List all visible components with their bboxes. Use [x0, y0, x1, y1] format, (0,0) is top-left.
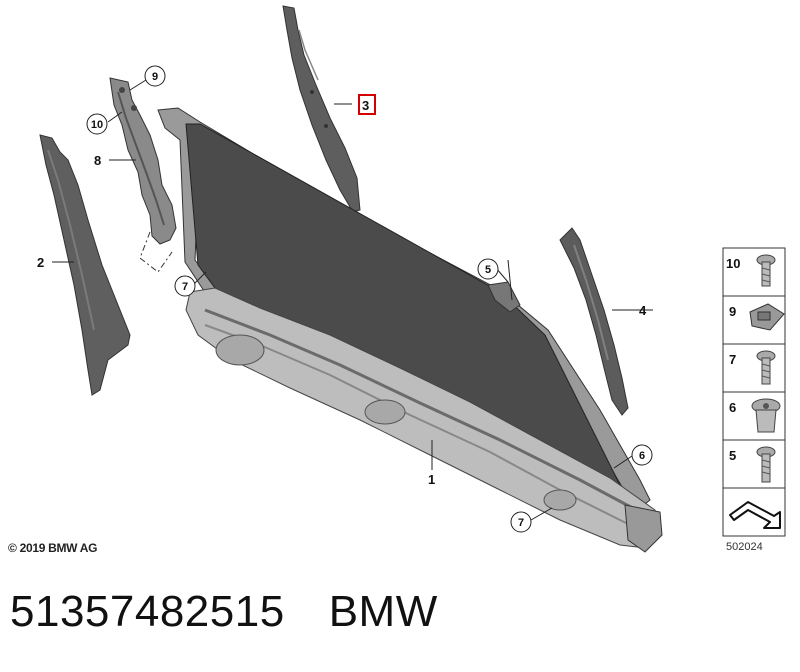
- trim-part-4: [559, 227, 629, 416]
- leader-lines: [52, 79, 653, 521]
- legend-number-5: 5: [729, 448, 736, 463]
- callout-3: 3: [362, 98, 369, 113]
- callout-10: 10: [91, 119, 103, 131]
- fastener-legend: 10 9 7 6 5: [722, 247, 786, 537]
- callout-8: 8: [94, 153, 101, 168]
- expanding-nut-icon: [751, 398, 781, 433]
- sunblind-part-1: [157, 107, 663, 553]
- callout-7-bottom: 7: [518, 517, 524, 529]
- callout-7-top: 7: [182, 281, 188, 293]
- screw-icon: [756, 254, 776, 287]
- callout-4: 4: [639, 303, 647, 318]
- brand-name: BMW: [328, 587, 438, 636]
- copyright-text: © 2019 BMW AG: [8, 541, 98, 555]
- callout-5: 5: [485, 264, 491, 276]
- circled-callouts: 9 10 7 5 6 7: [86, 65, 653, 533]
- legend-number-10: 10: [726, 256, 740, 271]
- callout-1: 1: [428, 472, 435, 487]
- legend-number-6: 6: [729, 400, 736, 415]
- legend-number-7: 7: [729, 352, 736, 367]
- legend-number-9: 9: [729, 304, 736, 319]
- bracket-part-8: [109, 77, 213, 301]
- trim-part-2: [39, 134, 131, 396]
- trim-part-3: [282, 5, 361, 213]
- clip-nut-icon: [749, 303, 785, 331]
- part-number: 51357482515: [10, 587, 285, 636]
- callout-9: 9: [152, 71, 158, 83]
- callout-2: 2: [37, 255, 44, 270]
- callout-6: 6: [639, 450, 645, 462]
- screw-icon: [756, 446, 776, 483]
- part-number-line: 51357482515 BMW: [10, 587, 438, 637]
- diagram-id: 502024: [726, 541, 763, 553]
- callout-3-highlight: 3: [358, 94, 376, 115]
- callouts: 1 2 4 8: [37, 153, 647, 487]
- arrow-direction-icon: [729, 501, 781, 529]
- screw-icon: [756, 350, 776, 385]
